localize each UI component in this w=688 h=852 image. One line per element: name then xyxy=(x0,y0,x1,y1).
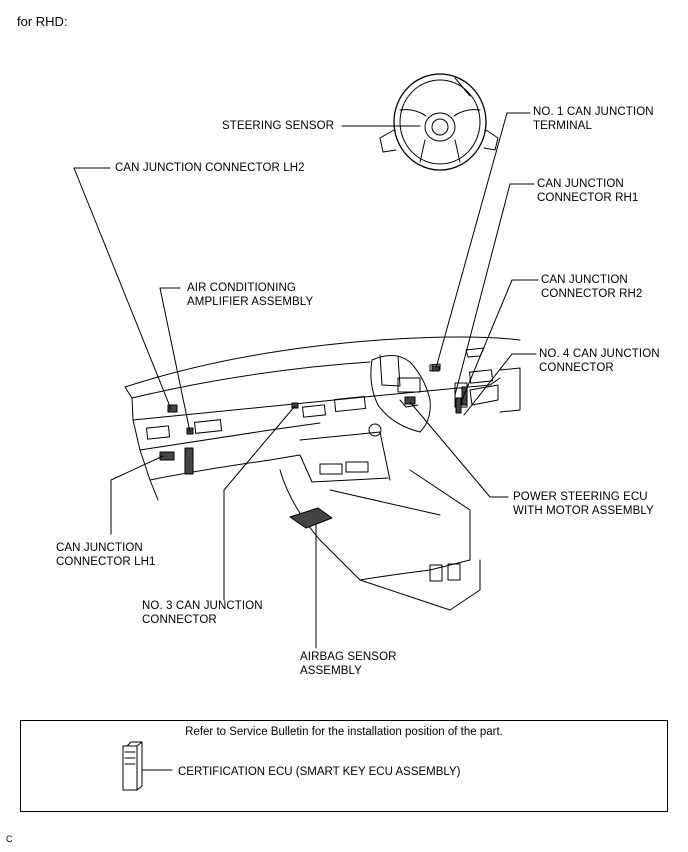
label-airbag-sensor-assembly: AIRBAG SENSOR ASSEMBLY xyxy=(300,651,397,677)
steering-wheel-drawing xyxy=(379,73,499,171)
label-can-junction-connector-lh2: CAN JUNCTION CONNECTOR LH2 xyxy=(115,162,305,174)
label-no1-can-junction-terminal: NO. 1 CAN JUNCTION TERMINAL xyxy=(533,106,654,132)
component-parts xyxy=(159,365,468,529)
certification-ecu-icon xyxy=(122,741,173,791)
label-no3-can-junction-connector: NO. 3 CAN JUNCTION CONNECTOR xyxy=(142,600,263,626)
label-can-junction-connector-rh2: CAN JUNCTION CONNECTOR RH2 xyxy=(541,274,643,300)
service-bulletin-note: Refer to Service Bulletin for the instal… xyxy=(185,726,503,738)
label-steering-sensor: STEERING SENSOR xyxy=(222,120,335,132)
label-no4-can-junction-connector: NO. 4 CAN JUNCTION CONNECTOR xyxy=(539,348,660,374)
leader-lines xyxy=(73,112,539,649)
variant-heading: for RHD: xyxy=(17,14,68,29)
label-can-junction-connector-lh1: CAN JUNCTION CONNECTOR LH1 xyxy=(56,542,156,568)
label-can-junction-connector-rh1: CAN JUNCTION CONNECTOR RH1 xyxy=(537,178,639,204)
label-power-steering-ecu: POWER STEERING ECU WITH MOTOR ASSEMBLY xyxy=(513,491,654,517)
label-air-conditioning-amplifier: AIR CONDITIONING AMPLIFIER ASSEMBLY xyxy=(187,282,314,308)
label-certification-ecu: CERTIFICATION ECU (SMART KEY ECU ASSEMBL… xyxy=(178,766,461,778)
figure-code: C xyxy=(6,834,13,844)
dashboard-drawing xyxy=(124,336,521,611)
service-bulletin-note-box: Refer to Service Bulletin for the instal… xyxy=(20,720,668,812)
